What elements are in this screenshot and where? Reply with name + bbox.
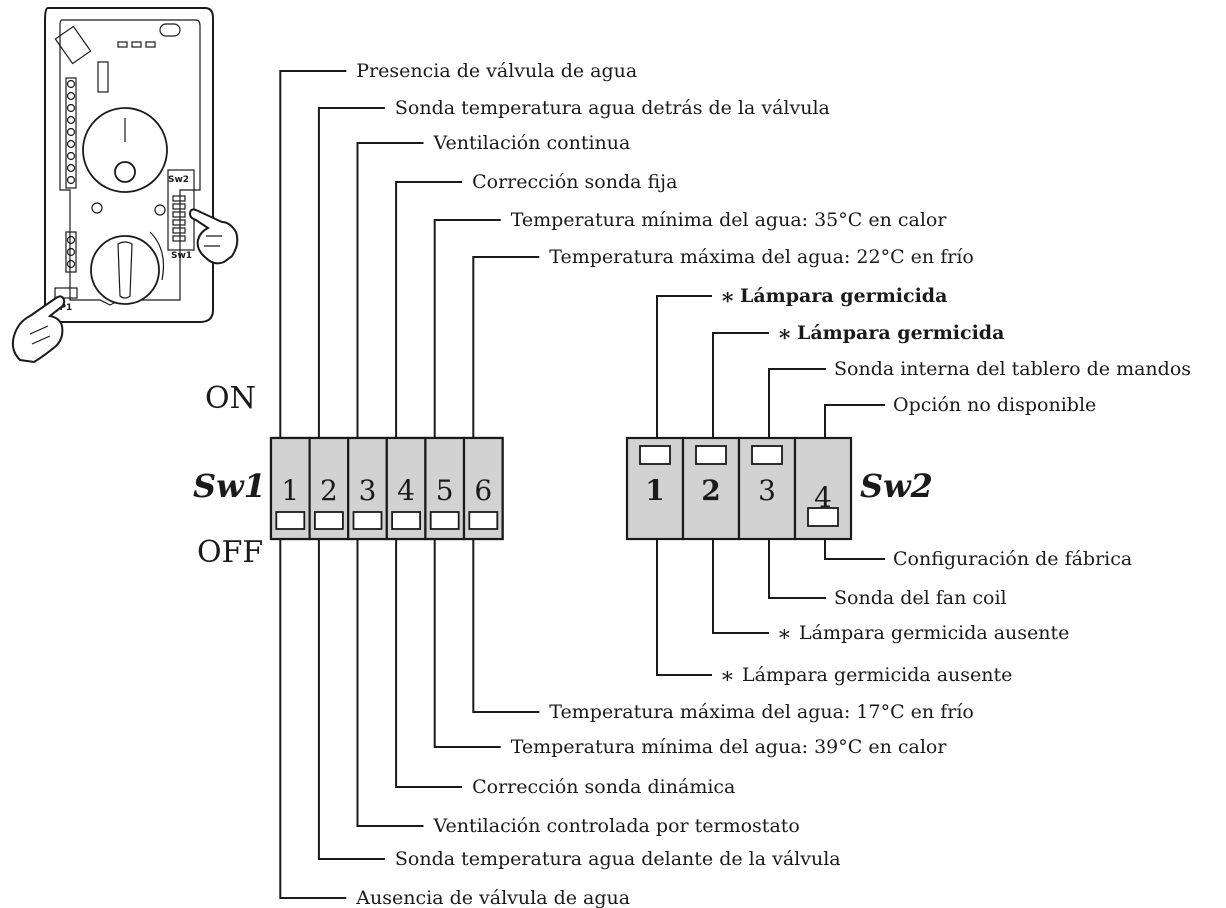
- leader-line: [279, 539, 347, 899]
- leader-line: [433, 539, 501, 748]
- sw1-off-label-2: Sonda temperatura agua delante de la vál…: [395, 848, 841, 870]
- terminal-screw: [66, 151, 76, 161]
- sw1-switch-knob: [313, 511, 344, 530]
- sw1-label: Sw1: [193, 467, 266, 505]
- terminal-screw: [66, 259, 76, 269]
- sw1-on-label-1: Presencia de válvula de agua: [356, 60, 637, 82]
- terminal-screw: [66, 91, 76, 101]
- mini-dip: [172, 195, 186, 202]
- terminal-screw: [66, 235, 76, 245]
- device-sw2-label: Sw2: [168, 175, 189, 185]
- asterisk-icon: ∗: [720, 664, 735, 689]
- sw2-on-label-1: Lámpara germicida: [740, 285, 947, 307]
- leader-line: [279, 70, 347, 438]
- sw2-on-label-2: Lámpara germicida: [797, 322, 1004, 344]
- sw1-off-label-6: Temperatura máxima del agua: 17°C en frí…: [549, 701, 974, 723]
- sw2-switch-knob: [751, 445, 783, 465]
- leader-line: [656, 295, 712, 438]
- pointing-hand-icon: [11, 295, 66, 364]
- terminal-screw: [66, 175, 76, 185]
- sw2-switch-number: 1: [645, 474, 664, 507]
- terminal-screw: [66, 163, 76, 173]
- terminal-screw: [66, 79, 76, 89]
- sw2-on-label-4: Opción no disponible: [893, 394, 1096, 416]
- leader-line: [395, 539, 463, 788]
- leader-lines: [279, 70, 885, 899]
- mini-dip: [172, 211, 186, 218]
- sw2-label: Sw2: [860, 467, 933, 505]
- leader-line: [656, 539, 712, 676]
- leader-line: [472, 539, 540, 713]
- leader-line: [472, 256, 540, 438]
- sw2-switch-number: 4: [814, 481, 832, 514]
- sw1-on-label-4: Corrección sonda fija: [472, 171, 677, 193]
- sw1-off-label-3: Ventilación controlada por termostato: [433, 815, 800, 837]
- sw1-switch-knob: [352, 511, 383, 530]
- leader-line: [356, 142, 424, 438]
- terminal-screws: [66, 79, 76, 185]
- sw1-switch-knob: [391, 511, 422, 530]
- asterisk-icon: ∗: [777, 321, 792, 347]
- sw1-switch-knob: [429, 511, 460, 530]
- sw1-on-label-6: Temperatura máxima del agua: 22°C en frí…: [549, 246, 974, 268]
- on-state-label: ON: [205, 381, 256, 416]
- sw2-off-label-1: Lámpara germicida ausente: [742, 664, 1012, 686]
- leader-line: [433, 219, 501, 438]
- leader-line: [768, 539, 826, 599]
- upper-dial: [82, 107, 168, 193]
- leader-line: [768, 368, 826, 438]
- sw2-switch-knob: [639, 445, 671, 465]
- sw2-switch-knob: [695, 445, 727, 465]
- mini-dip: [172, 203, 186, 210]
- sw1-switch-knob: [468, 511, 499, 530]
- sw1-on-label-3: Ventilación continua: [433, 132, 631, 154]
- sw2-off-label-4: Configuración de fábrica: [893, 548, 1132, 570]
- asterisk-icon: ∗: [777, 622, 792, 647]
- sw2-switch-number: 3: [758, 474, 776, 507]
- sw2-off-label-3: Sonda del fan coil: [834, 587, 1007, 609]
- mini-dip: [172, 227, 186, 234]
- leader-line: [317, 107, 385, 438]
- leader-line: [395, 181, 463, 438]
- asterisk-icon: ∗: [720, 284, 735, 310]
- leader-line: [824, 404, 885, 438]
- terminal-screw: [66, 139, 76, 149]
- terminal-screw: [66, 127, 76, 137]
- leader-line: [356, 539, 424, 827]
- device-sw1-label: Sw1: [171, 251, 192, 261]
- sw1-off-label-4: Corrección sonda dinámica: [472, 776, 735, 798]
- leader-line: [824, 539, 885, 560]
- sw1-switch-number: 4: [397, 474, 415, 507]
- sw2-switch-knob: [807, 507, 839, 527]
- lower-dial: [90, 235, 160, 305]
- mini-dip: [172, 235, 186, 242]
- sw1-on-label-5: Temperatura mínima del agua: 35°C en cal…: [511, 209, 948, 231]
- sw1-switch-number: 2: [320, 474, 338, 507]
- mini-dip: [172, 219, 186, 226]
- terminal-screw: [66, 103, 76, 113]
- sw1-switch-number: 5: [436, 474, 454, 507]
- sw1-switch-number: 3: [359, 474, 377, 507]
- sw1-switch-number: 6: [474, 474, 492, 507]
- sw1-off-label-1: Ausencia de válvula de agua: [355, 887, 630, 908]
- sw1-switch-knob: [275, 511, 306, 530]
- sw2-switch-number: 2: [701, 474, 720, 507]
- sw1-off-label-5: Temperatura mínima del agua: 39°C en cal…: [511, 736, 948, 758]
- sw1-on-label-2: Sonda temperatura agua detrás de la válv…: [395, 97, 830, 119]
- leader-line: [317, 539, 385, 860]
- terminal-screw: [66, 247, 76, 257]
- sw2-switch-block: 1 2 3 4: [625, 436, 853, 541]
- leader-line: [712, 332, 769, 438]
- sw2-off-label-2: Lámpara germicida ausente: [799, 622, 1069, 644]
- terminal-screw: [66, 115, 76, 125]
- off-state-label: OFF: [197, 535, 263, 570]
- device-jp1-label: JP1: [55, 303, 72, 313]
- leader-line: [712, 539, 769, 634]
- sw2-on-label-3: Sonda interna del tablero de mandos: [834, 358, 1191, 380]
- device-thumbnail: Sw2 Sw1 JP1: [11, 7, 239, 364]
- sw1-switch-number: 1: [281, 474, 299, 507]
